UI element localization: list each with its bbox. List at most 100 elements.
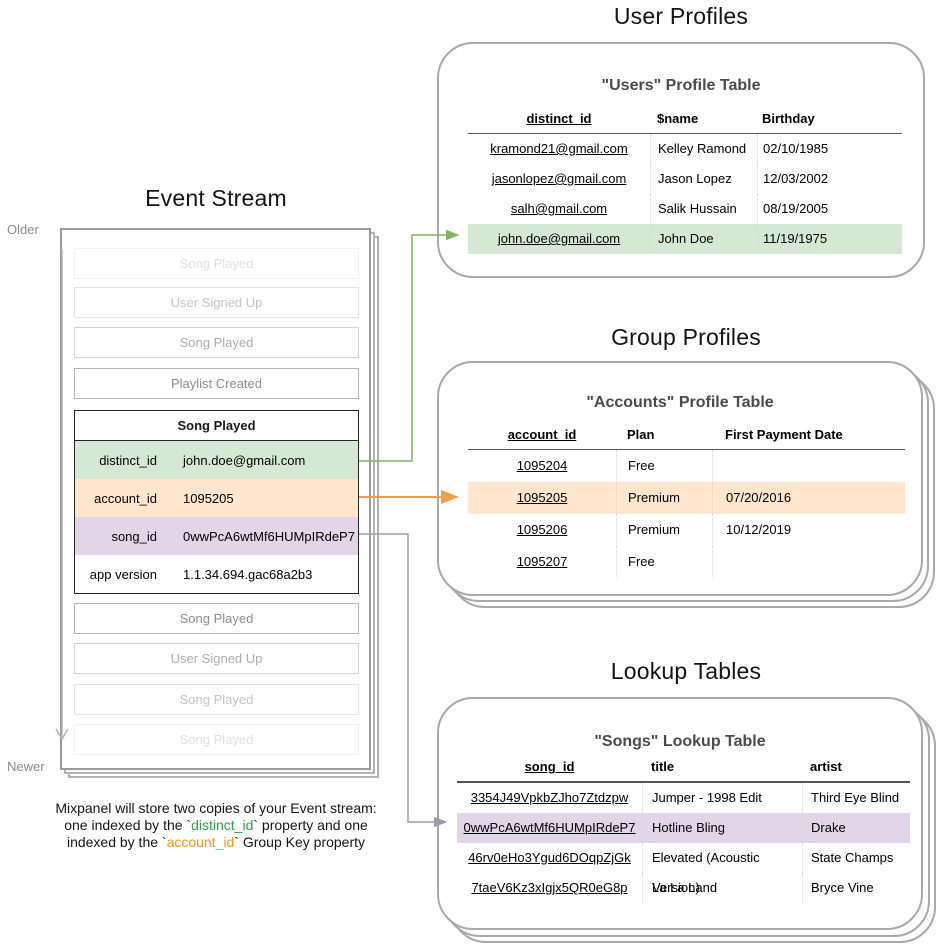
event-property-row-account-id: account_id 1095205 bbox=[75, 479, 358, 517]
cell-title: Jumper - 1998 Edit bbox=[642, 783, 802, 813]
event-property-row-song-id: song_id 0wwPcA6wtMf6HUMpIRdeP7 bbox=[75, 517, 358, 555]
event-item: Song Played bbox=[74, 327, 359, 358]
table-row: 1095207 Free bbox=[468, 546, 905, 578]
column-artist: artist bbox=[810, 759, 842, 774]
column-title: title bbox=[651, 759, 675, 774]
table-row: 3354J49VpkbZJho7Ztdzpw Jumper - 1998 Edi… bbox=[457, 783, 910, 813]
cell-name: John Doe bbox=[650, 224, 757, 254]
older-label: Older bbox=[7, 222, 39, 237]
event-item: Song Played bbox=[74, 248, 359, 279]
event-property-row-app-version: app version 1.1.34.694.gac68a2b3 bbox=[75, 555, 358, 593]
songs-table-title: "Songs" Lookup Table bbox=[594, 733, 766, 750]
accounts-table-title: "Accounts" Profile Table bbox=[586, 394, 774, 411]
cell-birthday: 12/03/2002 bbox=[757, 164, 902, 194]
cell-plan: Free bbox=[616, 546, 712, 578]
table-row: salh@gmail.com Salik Hussain 08/19/2005 bbox=[468, 194, 902, 224]
event-item: Song Played bbox=[74, 603, 359, 634]
cell-song-id: 0wwPcA6wtMf6HUMpIRdeP7 bbox=[463, 820, 636, 835]
table-row-highlighted: john.doe@gmail.com John Doe 11/19/1975 bbox=[468, 224, 902, 254]
accounts-table: account_id Plan First Payment Date 10952… bbox=[468, 422, 905, 578]
cell-birthday: 08/19/2005 bbox=[757, 194, 902, 224]
event-item: Playlist Created bbox=[74, 368, 359, 399]
users-table-title: "Users" Profile Table bbox=[601, 77, 761, 94]
column-birthday: Birthday bbox=[762, 111, 815, 126]
cell-distinct-id: kramond21@gmail.com bbox=[490, 141, 628, 156]
cell-first-payment-date: 10/12/2019 bbox=[712, 514, 905, 546]
cell-name: Kelley Ramond bbox=[650, 134, 757, 164]
cell-artist: Drake bbox=[802, 813, 910, 843]
cell-distinct-id: jasonlopez@gmail.com bbox=[491, 171, 627, 186]
caption-line-1: Mixpanel will store two copies of your E… bbox=[55, 800, 377, 816]
event-item: User Signed Up bbox=[74, 287, 359, 318]
accounts-table-header: account_id Plan First Payment Date bbox=[468, 422, 905, 450]
event-item: User Signed Up bbox=[74, 643, 359, 674]
column-first-payment-date: First Payment Date bbox=[725, 427, 843, 442]
users-table-header: distinct_id $name Birthday bbox=[468, 106, 902, 134]
property-value: 0wwPcA6wtMf6HUMpIRdeP7 bbox=[183, 528, 355, 544]
property-value: john.doe@gmail.com bbox=[183, 452, 306, 468]
event-detail-card: Song Played distinct_id john.doe@gmail.c… bbox=[74, 410, 359, 594]
property-key: app version bbox=[89, 566, 157, 582]
table-row-highlighted: 0wwPcA6wtMf6HUMpIRdeP7 Hotline Bling Dra… bbox=[457, 813, 910, 843]
event-item: Song Played bbox=[74, 684, 359, 715]
cell-distinct-id: john.doe@gmail.com bbox=[497, 231, 621, 246]
cell-distinct-id: salh@gmail.com bbox=[510, 201, 608, 216]
cell-birthday: 11/19/1975 bbox=[757, 224, 902, 254]
column-song-id: song_id bbox=[524, 759, 575, 774]
users-profile-card: "Users" Profile Table distinct_id $name … bbox=[437, 42, 925, 278]
table-row: 46rv0eHo3Ygud6DOqpZjGk Elevated (Acousti… bbox=[457, 843, 910, 903]
event-stream-title: Event Stream bbox=[145, 185, 287, 211]
event-detail-title: Song Played bbox=[75, 411, 358, 441]
column-account-id: account_id bbox=[507, 427, 577, 442]
caption: Mixpanel will store two copies of your E… bbox=[24, 800, 408, 851]
cell-plan: Premium bbox=[616, 482, 712, 514]
table-row-highlighted: 1095205 Premium 07/20/2016 bbox=[468, 482, 905, 514]
accounts-profile-card: "Accounts" Profile Table account_id Plan… bbox=[437, 361, 923, 596]
distinct-id-code: distinct_id bbox=[191, 817, 254, 833]
table-row: 1095204 Free bbox=[468, 450, 905, 482]
cell-title: Elevated (Acoustic Version) bbox=[642, 843, 802, 903]
cell-plan: Premium bbox=[616, 514, 712, 546]
cell-account-id: 1095204 bbox=[516, 458, 568, 473]
cell-artist: Third Eye Blind bbox=[802, 783, 910, 813]
column-plan: Plan bbox=[627, 427, 655, 442]
cell-account-id: 1095206 bbox=[516, 522, 568, 537]
cell-song-id: 7taeV6Kz3xIgjx5QR0eG8p bbox=[471, 880, 628, 895]
column-distinct-id: distinct_id bbox=[526, 111, 592, 126]
cell-name: Jason Lopez bbox=[650, 164, 757, 194]
newer-label: Newer bbox=[7, 759, 45, 774]
cell-account-id: 1095207 bbox=[516, 554, 568, 569]
songs-table: song_id title artist 3354J49VpkbZJho7Ztd… bbox=[457, 754, 910, 903]
songs-lookup-card: "Songs" Lookup Table song_id title artis… bbox=[437, 697, 923, 930]
cell-artist: Bryce Vine bbox=[802, 873, 910, 903]
cell-first-payment-date bbox=[712, 546, 905, 578]
cell-name: Salik Hussain bbox=[650, 194, 757, 224]
event-item: Song Played bbox=[74, 724, 359, 755]
cell-song-id: 3354J49VpkbZJho7Ztdzpw bbox=[470, 790, 629, 805]
property-key: account_id bbox=[94, 490, 157, 506]
table-row: 7taeV6Kz3xIgjx5QR0eG8p La La Land Bryce … bbox=[457, 873, 910, 903]
cell-account-id: 1095205 bbox=[516, 490, 568, 505]
lookup-tables-title: Lookup Tables bbox=[610, 658, 762, 684]
users-table: distinct_id $name Birthday kramond21@gma… bbox=[468, 106, 902, 254]
event-property-row-distinct-id: distinct_id john.doe@gmail.com bbox=[75, 441, 358, 479]
property-key: distinct_id bbox=[99, 452, 157, 468]
cell-first-payment-date bbox=[712, 450, 905, 482]
event-stream-box: Song Played User Signed Up Song Played P… bbox=[60, 228, 371, 770]
property-key: song_id bbox=[111, 528, 157, 544]
property-value: 1095205 bbox=[183, 490, 234, 506]
user-profiles-title: User Profiles bbox=[613, 3, 749, 29]
cell-title: Hotline Bling bbox=[642, 813, 802, 843]
cell-plan: Free bbox=[616, 450, 712, 482]
cell-birthday: 02/10/1985 bbox=[757, 134, 902, 164]
cell-title: La La Land bbox=[642, 873, 802, 903]
table-row: jasonlopez@gmail.com Jason Lopez 12/03/2… bbox=[468, 164, 902, 194]
property-value: 1.1.34.694.gac68a2b3 bbox=[183, 566, 313, 582]
group-profiles-title: Group Profiles bbox=[611, 324, 761, 350]
caption-line-2: one indexed by the `distinct_id` propert… bbox=[64, 817, 368, 833]
column-name: $name bbox=[657, 111, 699, 126]
table-row: kramond21@gmail.com Kelley Ramond 02/10/… bbox=[468, 134, 902, 164]
songs-table-header: song_id title artist bbox=[457, 754, 910, 783]
cell-song-id: 46rv0eHo3Ygud6DOqpZjGk bbox=[468, 850, 631, 865]
